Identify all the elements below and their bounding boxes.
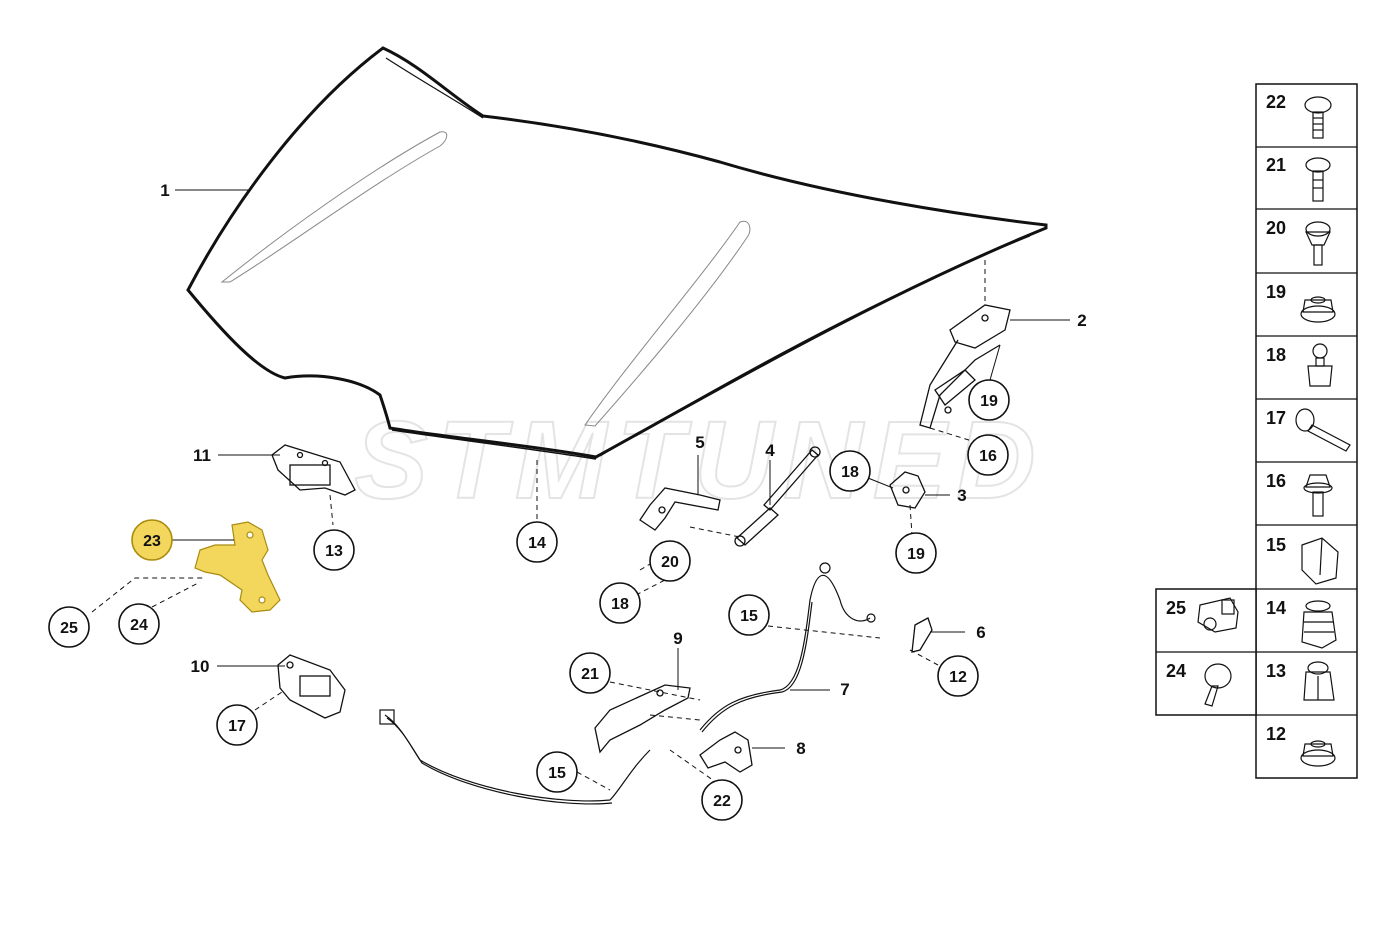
callout-15-upper: 15 — [740, 608, 758, 625]
support-bracket[interactable] — [639, 487, 721, 531]
ball-stud-icon — [1307, 343, 1333, 387]
lock-bracket[interactable] — [271, 444, 356, 496]
callout-21: 21 — [581, 666, 599, 683]
hood-lock[interactable] — [277, 654, 346, 719]
callout-23-circle — [131, 519, 173, 561]
callout-2: 2 — [1077, 311, 1086, 330]
table-label-12: 12 — [1266, 724, 1286, 744]
callout-12: 12 — [949, 669, 967, 686]
clip-table: 25 24 — [1155, 588, 1257, 716]
table-label-21: 21 — [1266, 155, 1286, 175]
gas-strut[interactable] — [734, 446, 821, 547]
table-label-17: 17 — [1266, 408, 1286, 428]
table-label-20: 20 — [1266, 218, 1286, 238]
callout-12-circle — [937, 655, 979, 697]
cable-holder-icon — [1197, 597, 1239, 633]
callout-1: 1 — [160, 181, 169, 200]
callout-15-circle-lower — [536, 751, 578, 793]
callout-8: 8 — [796, 739, 805, 758]
callout-19-circle-bottom — [895, 532, 937, 574]
table-label-15: 15 — [1266, 535, 1286, 555]
cable-clip[interactable] — [911, 617, 933, 653]
table-label-16: 16 — [1266, 471, 1286, 491]
table-label-18: 18 — [1266, 345, 1286, 365]
callout-9: 9 — [673, 629, 682, 648]
callout-14-circle — [516, 521, 558, 563]
callout-24: 24 — [130, 617, 148, 634]
callout-15-circle-upper — [728, 594, 770, 636]
callout-20: 20 — [661, 554, 679, 571]
callout-18-right: 18 — [841, 464, 859, 481]
callout-17-circle — [216, 704, 258, 746]
callout-18-circle-right — [829, 450, 871, 492]
callout-24-circle — [118, 603, 160, 645]
table-label-25: 25 — [1166, 598, 1186, 618]
flange-nut-icon — [1300, 296, 1336, 323]
callout-17: 17 — [228, 718, 246, 735]
callout-3: 3 — [957, 486, 966, 505]
callout-25-circle — [48, 606, 90, 648]
release-handle-mechanism[interactable] — [699, 731, 753, 773]
callout-18-left: 18 — [611, 596, 629, 613]
callout-18-circle-left — [599, 582, 641, 624]
torx-bolt-icon — [1305, 157, 1331, 202]
expanding-rivet-icon — [1301, 600, 1337, 649]
table-label-24: 24 — [1166, 661, 1186, 681]
table-label-14: 14 — [1266, 598, 1286, 618]
callout-10: 10 — [191, 657, 210, 676]
callout-11: 11 — [193, 446, 211, 465]
trim-clip-icon — [1204, 663, 1232, 707]
callout-19-circle-top — [968, 379, 1010, 421]
table-label-19: 19 — [1266, 282, 1286, 302]
callout-16: 16 — [979, 448, 997, 465]
fastener-table: 22 21 20 19 18 17 16 15 14 13 12 — [1255, 83, 1358, 779]
bolt-icon — [1295, 408, 1351, 452]
release-cable-upper[interactable] — [699, 562, 876, 733]
callout-25: 25 — [60, 620, 78, 637]
callout-13-circle — [313, 529, 355, 571]
callout-13: 13 — [325, 543, 343, 560]
callout-7: 7 — [840, 680, 849, 699]
callout-19-top: 19 — [980, 393, 998, 410]
callout-20-circle — [649, 540, 691, 582]
torx-bolt-icon — [1304, 96, 1332, 139]
hinge-pivot[interactable] — [889, 471, 926, 509]
callout-14: 14 — [528, 535, 546, 552]
callout-6: 6 — [976, 623, 985, 642]
callout-5: 5 — [695, 433, 704, 452]
hood-hinge[interactable] — [919, 304, 1011, 429]
callout-22-circle — [701, 779, 743, 821]
callout-15-lower: 15 — [548, 765, 566, 782]
hex-bolt-icon — [1303, 474, 1333, 517]
callout-4: 4 — [765, 441, 775, 460]
callout-19-bottom: 19 — [907, 546, 925, 563]
release-cable-lower[interactable] — [379, 709, 651, 805]
watermark: STMTUNED — [354, 399, 1045, 522]
torx-bolt-icon — [1305, 221, 1331, 266]
callout-23: 23 — [143, 533, 161, 550]
cable-clip-icon — [1301, 537, 1339, 585]
callout-22: 22 — [713, 793, 731, 810]
callout-21-circle — [569, 652, 611, 694]
flange-nut-icon — [1300, 740, 1336, 767]
table-label-13: 13 — [1266, 661, 1286, 681]
spire-nut-icon — [1303, 661, 1335, 701]
table-label-22: 22 — [1266, 92, 1286, 112]
bonnet-hood[interactable] — [186, 46, 1048, 460]
lock-carrier-highlighted[interactable] — [194, 521, 281, 613]
callout-16-circle — [967, 434, 1009, 476]
